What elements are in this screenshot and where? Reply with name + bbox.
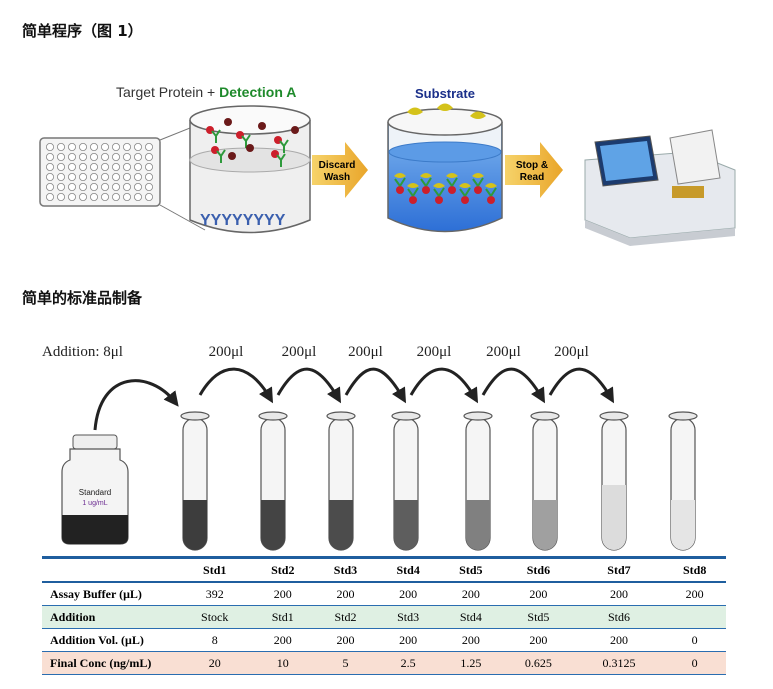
row-label: Addition Vol. (μL)	[42, 628, 178, 652]
section-title-standard-prep: 简单的标准品制备	[22, 289, 143, 307]
transfer-arrow	[481, 367, 546, 404]
transfer-volume-label: 200μl	[417, 344, 452, 360]
vial-concentration: 1 ug/mL	[82, 500, 107, 507]
vial-label: Standard	[79, 488, 111, 497]
row-label: Addition	[42, 605, 178, 629]
transfer-arrow	[409, 367, 479, 404]
table-cell: 200	[502, 582, 575, 606]
well-cup-1: YYYYYYYY	[189, 105, 311, 234]
table-cell: 10	[251, 651, 315, 675]
tube-std7	[599, 411, 629, 551]
table-header-cell: Std3	[314, 556, 377, 583]
transfer-arrow	[276, 367, 342, 404]
table-cell: 20	[178, 651, 252, 675]
table-cell: 0.625	[502, 651, 575, 675]
tube-std1	[180, 411, 210, 551]
table-cell: Std4	[439, 605, 503, 629]
table-header-cell: Std4	[376, 556, 440, 583]
tube-std4	[391, 411, 421, 551]
table-header-cell: Std1	[178, 556, 252, 583]
table-cell: 5	[314, 651, 377, 675]
table-cell: 200	[251, 582, 315, 606]
table-cell: 200	[574, 582, 664, 606]
transfer-arrow	[198, 367, 274, 404]
table-cell: 0	[663, 628, 726, 652]
row-label: Final Conc (ng/mL)	[42, 651, 178, 675]
transfer-volume-label: 200μl	[486, 344, 521, 360]
table-cell: 200	[502, 628, 575, 652]
table-header-cell: Std6	[502, 556, 575, 583]
label-substrate: Substrate	[415, 86, 475, 101]
tube-std6	[530, 411, 560, 551]
transfer-arrow	[344, 367, 407, 404]
table-cell: Std6	[574, 605, 664, 629]
table-header-cell: Std5	[439, 556, 503, 583]
table-cell: 200	[314, 628, 377, 652]
table-header-cell: Std2	[251, 556, 315, 583]
transfer-arrow	[548, 367, 615, 404]
table-cell: 8	[178, 628, 252, 652]
microplate	[39, 137, 161, 207]
table-cell: 200	[439, 628, 503, 652]
row-label: Assay Buffer (μL)	[42, 582, 178, 606]
table-cell: 2.5	[376, 651, 440, 675]
table-header-row: Std1 Std2 Std3 Std4 Std5 Std6 Std7 Std8	[42, 556, 726, 583]
plate-reader-icon	[584, 129, 736, 246]
table-cell: Std1	[251, 605, 315, 629]
table-cell: 0	[663, 651, 726, 675]
transfer-volume-label: 200μl	[209, 344, 244, 360]
table-cell: 200	[251, 628, 315, 652]
svg-text:Discard: Discard	[319, 160, 356, 171]
label-detection-a: Detection A	[219, 84, 296, 100]
tube-std8	[668, 411, 698, 551]
transfer-volume-label: 200μl	[282, 344, 317, 360]
section-title-procedure: 简单程序（图 1）	[22, 22, 143, 40]
transfer-volume-label: 200μl	[554, 344, 589, 360]
stock-arrow	[93, 379, 179, 431]
dilution-diagram: Addition: 8μl 200μl 200μl 200μl 200μl 200μl 2…	[42, 344, 698, 551]
table-cell: 0.3125	[574, 651, 664, 675]
arrow-stop-read: Stop & Read	[505, 142, 563, 198]
svg-text:Stop &: Stop &	[516, 160, 548, 171]
svg-text:Read: Read	[520, 172, 544, 183]
arrow-discard-wash: Discard Wash	[312, 142, 368, 198]
transfer-volume-label: 200μl	[348, 344, 383, 360]
table-cell: Std2	[314, 605, 377, 629]
table-cell: 200	[314, 582, 377, 606]
table-cell: 200	[376, 628, 440, 652]
svg-text:YYYYYYYY: YYYYYYYY	[200, 212, 286, 229]
label-target-protein: Target Protein + Detection A	[116, 84, 296, 100]
table-cell: Std5	[502, 605, 575, 629]
tube-std5	[463, 411, 493, 551]
addition-label: Addition: 8μl	[42, 344, 123, 360]
standard-dilution-table: Std1 Std2 Std3 Std4 Std5 Std6 Std7 Std8 …	[42, 556, 726, 675]
standard-vial: Standard 1 ug/mL	[61, 434, 129, 545]
table-cell: Std3	[376, 605, 440, 629]
procedure-diagram: Target Protein + Detection A YYYYYYYY Di…	[39, 84, 736, 246]
tube-std3	[326, 411, 356, 551]
table-cell: 200	[663, 582, 726, 606]
table-header-cell: Std7	[574, 556, 664, 583]
table-header-cell	[42, 556, 178, 583]
table-cell	[663, 605, 726, 629]
table-cell: 200	[439, 582, 503, 606]
well-cup-2	[387, 103, 503, 233]
table-cell: 200	[574, 628, 664, 652]
table-header-cell: Std8	[663, 556, 726, 583]
table-cell: Stock	[178, 605, 252, 629]
table-cell: 392	[178, 582, 252, 606]
tube-std2	[258, 411, 288, 551]
table-cell: 200	[376, 582, 440, 606]
table-cell: 1.25	[439, 651, 503, 675]
svg-text:Wash: Wash	[324, 172, 350, 183]
